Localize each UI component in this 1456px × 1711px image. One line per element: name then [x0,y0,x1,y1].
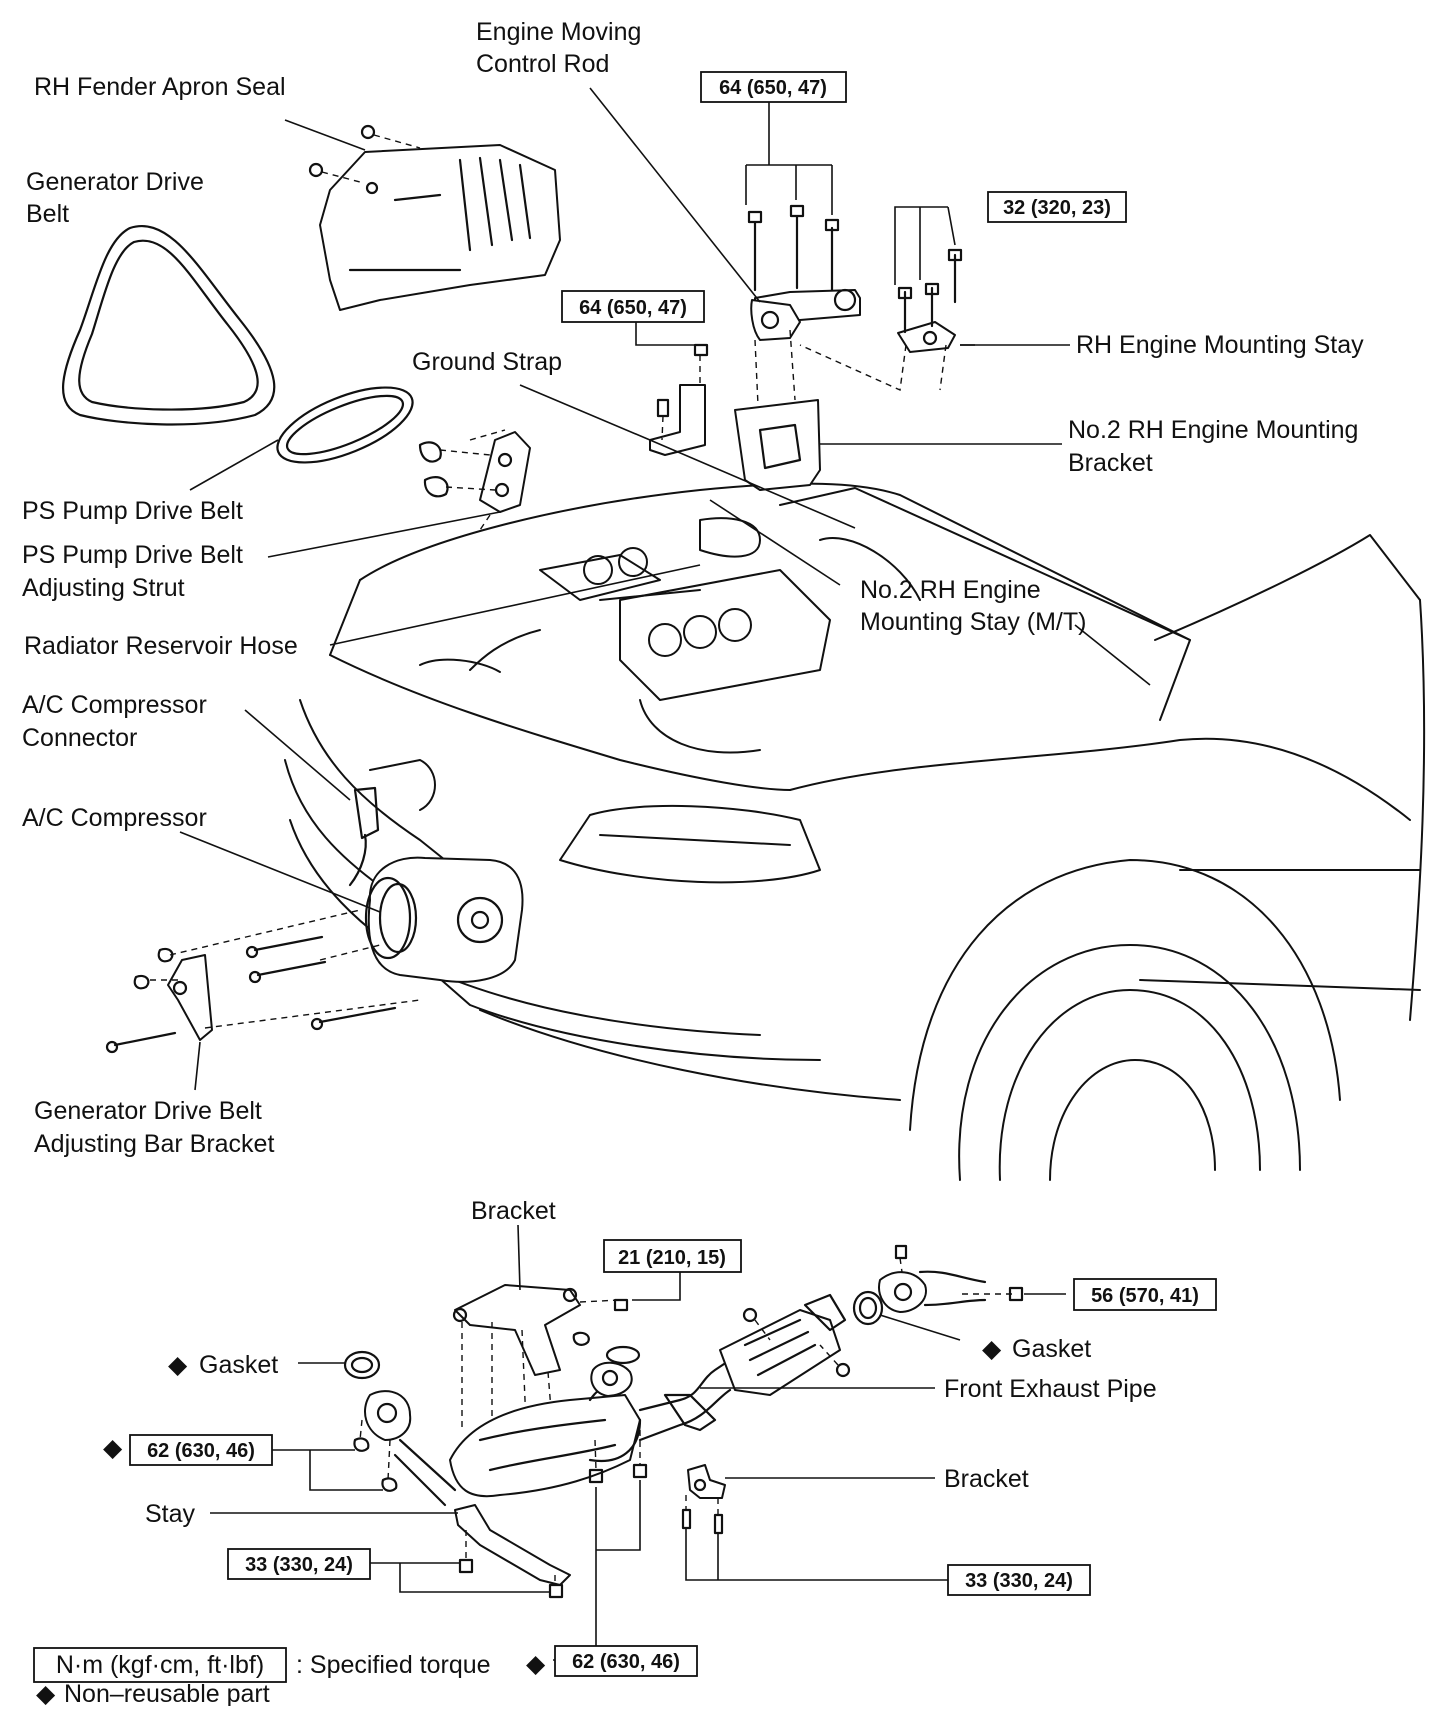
label-engine-moving-control-rod-1: Engine Moving [476,18,641,46]
label-bracket-right: Bracket [944,1465,1029,1493]
torque-control-rod-bolts: 64 (650, 47) [700,71,847,103]
label-ground-strap: Ground Strap [412,348,562,376]
nonreusable-marker-gasket-left: ◆ [168,1351,188,1379]
torque-exhaust-front-flange: ◆ 62 (630, 46) [103,1434,273,1466]
label-front-exhaust-pipe: Front Exhaust Pipe [944,1375,1157,1403]
label-ps-pump-drive-belt: PS Pump Drive Belt [22,497,243,525]
torque-exhaust-front-flange-text: 62 (630, 46) [147,1440,255,1462]
label-no2-rh-engine-mounting-stay-mt-1: No.2 RH Engine [860,576,1041,604]
torque-exhaust-bottom-text: 62 (630, 46) [572,1651,680,1673]
label-rh-fender-apron-seal: RH Fender Apron Seal [34,73,286,101]
front-exhaust-pipe [364,1293,851,1507]
engine-moving-control-rod [747,204,861,341]
rh-engine-mounting-stay [799,248,963,392]
torque-bracket-bottom-text: 33 (330, 24) [965,1570,1073,1592]
label-ps-pump-adjusting-strut-2: Adjusting Strut [22,574,185,602]
label-no2-rh-engine-mounting-stay-mt-2: Mounting Stay (M/T) [860,608,1086,636]
label-generator-adjusting-bar-bracket-2: Adjusting Bar Bracket [34,1130,274,1158]
torque-exhaust-rear-flange-text: 56 (570, 41) [1091,1285,1199,1307]
label-engine-moving-control-rod-2: Control Rod [476,50,609,78]
ac-compressor [348,786,524,983]
torque-bracket-bolt: 64 (650, 47) [561,290,705,323]
stay-part [454,1504,571,1599]
generator-belt-adjusting-bar-bracket [105,909,421,1054]
label-rh-engine-mounting-stay: RH Engine Mounting Stay [1076,331,1364,359]
legend-unit-text: : Specified torque [296,1651,491,1679]
torque-exhaust-bracket-text: 21 (210, 15) [618,1247,726,1269]
exhaust-bracket-top [452,1284,641,1471]
torque-control-rod-bolts-text: 64 (650, 47) [719,77,827,99]
ps-pump-adjusting-strut [418,429,531,531]
torque-stay-bottom-text: 33 (330, 24) [245,1554,353,1576]
torque-exhaust-bottom: ◆ 62 (630, 46) [526,1645,698,1678]
exhaust-bracket-right-part [681,1464,726,1535]
no2-rh-engine-mounting-bracket [734,329,821,491]
generator-drive-belt [61,225,276,426]
torque-exhaust-rear-flange: 56 (570, 41) [1073,1278,1217,1311]
label-stay: Stay [145,1500,196,1528]
label-bracket-top: Bracket [471,1197,556,1225]
legend-unit-box: N·m (kgf·cm, ft·lbf) [56,1651,264,1679]
label-radiator-reservoir-hose: Radiator Reservoir Hose [24,632,298,660]
torque-stay-bolts-text: 32 (320, 23) [1003,197,1111,219]
torque-bracket-bottom: 33 (330, 24) [947,1564,1091,1596]
label-gasket-right: Gasket [1012,1335,1091,1363]
no2-rh-engine-mounting-stay-mt [649,343,709,456]
gasket-left-part [343,1350,381,1380]
label-ac-compressor: A/C Compressor [22,804,207,832]
part-labels: Engine Moving Control Rod RH Fender Apro… [22,18,1364,1528]
label-ac-compressor-connector-1: A/C Compressor [22,691,207,719]
label-generator-adjusting-bar-bracket-1: Generator Drive Belt [34,1097,262,1125]
label-ac-compressor-connector-2: Connector [22,724,137,752]
label-gasket-left: Gasket [199,1351,278,1379]
bottom-nuts [353,1419,648,1492]
vehicle-outline [284,482,1426,1181]
nonreusable-marker-2: ◆ [526,1650,546,1678]
legend-nonreusable-text: Non–reusable part [64,1680,270,1706]
legend-nonreusable-marker: ◆ [36,1680,56,1706]
torque-exhaust-bracket: 21 (210, 15) [603,1239,742,1273]
torque-stay-bottom: 33 (330, 24) [227,1548,371,1580]
legend: N·m (kgf·cm, ft·lbf) : Specified torque … [33,1647,491,1708]
rear-flange-part [878,1244,1024,1313]
label-generator-drive-belt-1: Generator Drive [26,168,204,196]
nonreusable-marker-1: ◆ [103,1434,123,1462]
leader-lines [179,87,1151,1661]
nonreusable-marker-gasket-right: ◆ [982,1335,1002,1363]
torque-bracket-bolt-text: 64 (650, 47) [579,297,687,319]
gasket-right-part [852,1290,884,1326]
label-no2-rh-engine-mounting-bracket-2: Bracket [1068,449,1153,477]
label-no2-rh-engine-mounting-bracket-1: No.2 RH Engine Mounting [1068,416,1358,444]
label-generator-drive-belt-2: Belt [26,200,69,228]
label-ps-pump-adjusting-strut-1: PS Pump Drive Belt [22,541,243,569]
torque-stay-bolts: 32 (320, 23) [987,191,1127,223]
rh-fender-apron-seal [308,124,561,311]
ps-pump-drive-belt [276,386,414,464]
